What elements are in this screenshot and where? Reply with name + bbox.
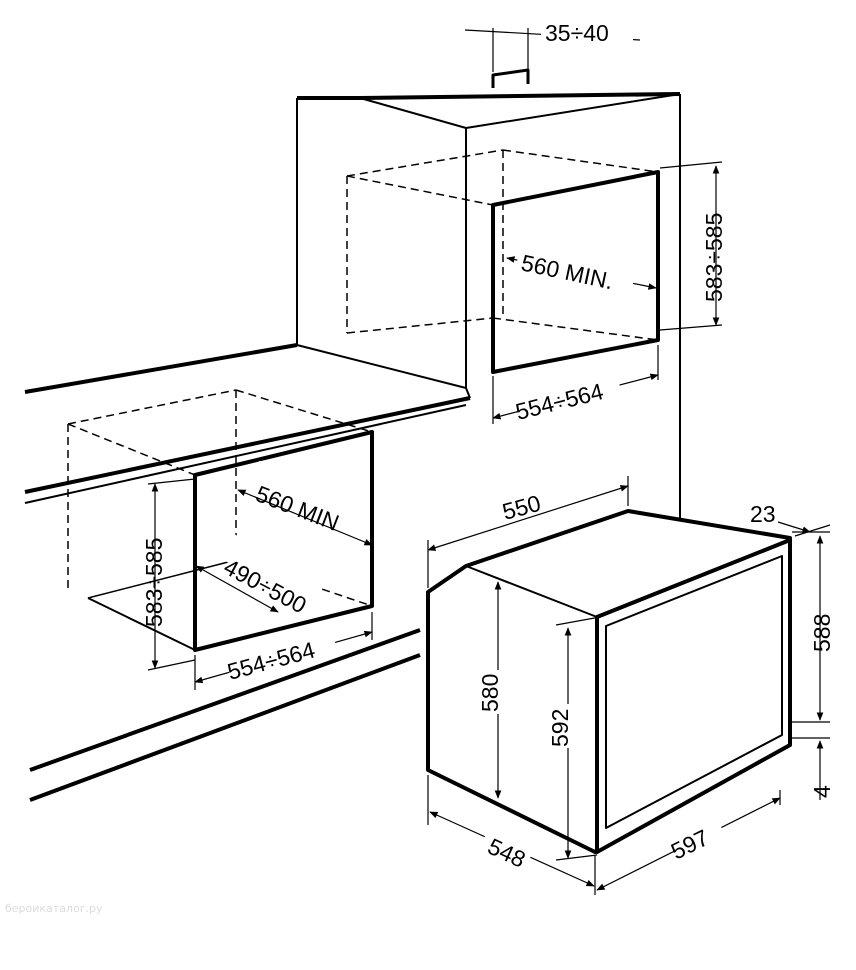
label-upper-height: 583÷585	[701, 213, 727, 302]
worktop	[24, 343, 471, 504]
watermark: бероикаталог.ру	[5, 902, 103, 915]
label-oven-depth-top: 550	[500, 490, 544, 525]
upper-cabinet	[296, 68, 681, 525]
label-oven-height-front: 588	[809, 614, 835, 652]
label-lower-height: 583÷585	[141, 538, 167, 627]
label-oven-front-height: 592	[547, 709, 573, 747]
label-bottom-gap: 4	[809, 785, 835, 798]
label-door-thickness: 23	[750, 501, 776, 527]
label-oven-body-height: 580	[477, 674, 503, 712]
oven	[426, 509, 792, 854]
label-top-gap: 35÷40	[545, 20, 609, 46]
